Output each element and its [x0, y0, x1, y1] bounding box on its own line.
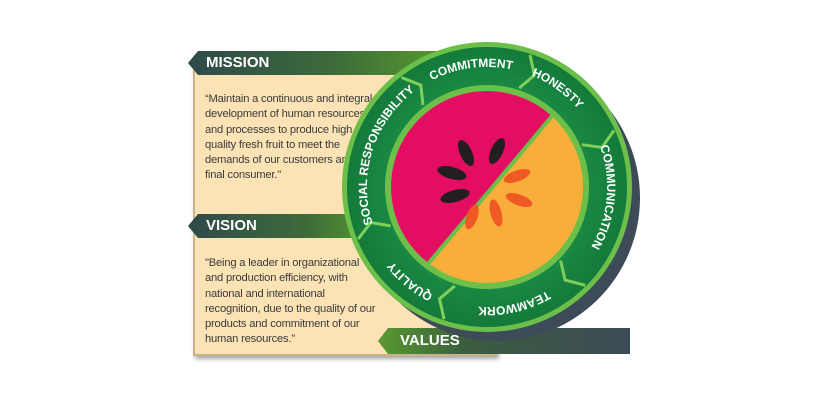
vision-banner: VISION: [188, 214, 386, 238]
ring-separator: [518, 54, 537, 90]
mission-banner: MISSION: [188, 51, 456, 75]
values-banner: VALUES: [378, 328, 630, 354]
value-communication: COMMUNICATION: [589, 143, 619, 252]
mission-text: “Maintain a continuous and integral deve…: [205, 93, 373, 182]
ring-separator: [559, 260, 586, 287]
ring-separator: [581, 129, 616, 150]
vision-text: "Being a leader in organizational and pr…: [205, 257, 376, 346]
value-honesty: HONESTY: [530, 65, 586, 111]
